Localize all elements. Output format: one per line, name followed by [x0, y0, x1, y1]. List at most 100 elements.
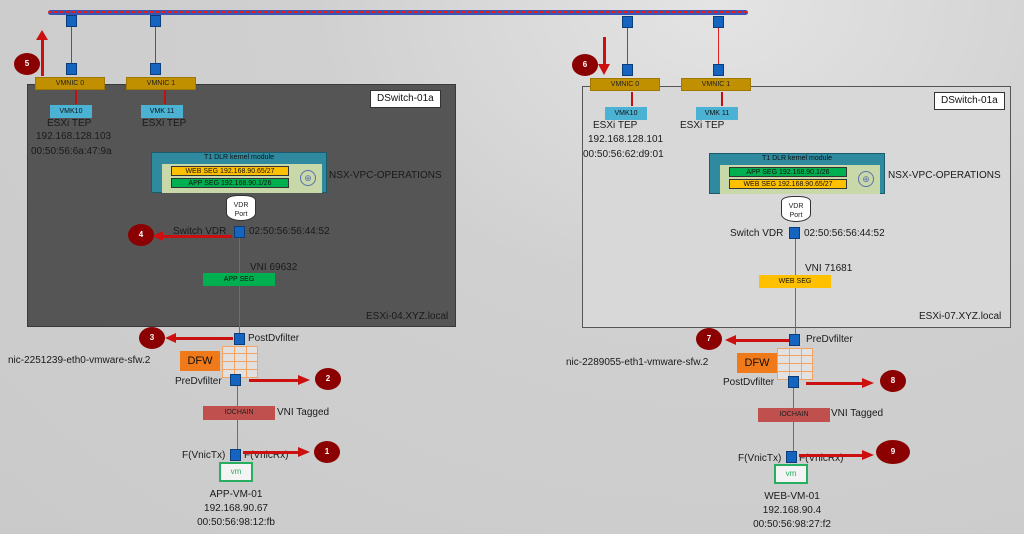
- step-badge-6: 6: [572, 54, 598, 76]
- uplink-port[interactable]: [150, 15, 161, 27]
- filter-name: nic-2289055-eth1-vmware-sfw.2: [566, 357, 709, 368]
- dlr-kernel-module[interactable]: T1 DLR kernel module APP SEG 192.168.90.…: [709, 153, 885, 194]
- filter-top-label: PostDvfilter: [248, 333, 300, 344]
- vpc-name: NSX-VPC-OPERATIONS: [888, 170, 1001, 181]
- iochain-bar[interactable]: IOCHAIN: [758, 408, 830, 422]
- iochain-bar[interactable]: IOCHAIN: [203, 406, 275, 420]
- dlr-title: T1 DLR kernel module: [203, 154, 275, 161]
- tep-mac: 00:50:56:6a:47:9a: [31, 146, 112, 157]
- dfw-label[interactable]: DFW: [180, 351, 220, 371]
- dfw-label[interactable]: DFW: [737, 353, 777, 373]
- vm-ip: 192.168.90.4: [762, 505, 822, 516]
- vmnic-port[interactable]: [150, 63, 161, 75]
- dlr-segment-web: WEB SEG 192.168.90.65/27: [171, 166, 289, 176]
- vmk-link: [164, 90, 166, 104]
- filter-bottom-label: PreDvfilter: [175, 376, 222, 387]
- vmk10[interactable]: VMK10: [605, 107, 647, 120]
- arrow-right: [249, 379, 299, 382]
- port-label: Port: [234, 211, 248, 218]
- vnic-tx-label: F(VnicTx): [738, 453, 782, 464]
- switch-vdr-label: Switch VDR: [730, 228, 784, 239]
- arrow-right-head-icon: [862, 378, 874, 388]
- vm-mac: 00:50:56:98:27:f2: [753, 519, 831, 530]
- vmnic-0[interactable]: VMNIC 0: [35, 77, 105, 90]
- vmk10[interactable]: VMK10: [50, 105, 92, 118]
- uplink-link: [627, 28, 628, 64]
- tep-label: ESXi TEP: [680, 120, 725, 131]
- arrow-right: [243, 451, 299, 454]
- dlr-inner: APP SEG 192.168.90.1/26 WEB SEG 192.168.…: [720, 165, 880, 194]
- vmnic-1[interactable]: VMNIC 1: [126, 77, 196, 90]
- arrow-right-head-icon: [298, 447, 310, 457]
- arrow-up: [41, 38, 44, 76]
- uplink-link: [71, 27, 72, 63]
- vmk11[interactable]: VMK 11: [696, 107, 738, 120]
- filter-bottom-label: PostDvfilter: [723, 377, 775, 388]
- filter-port-bottom[interactable]: [788, 376, 799, 388]
- vmnic-port[interactable]: [713, 64, 724, 76]
- vmnic-port[interactable]: [622, 64, 633, 76]
- arrow-left: [162, 235, 232, 238]
- tep-label: ESXi TEP: [593, 120, 638, 131]
- vpc-name: NSX-VPC-OPERATIONS: [329, 170, 442, 181]
- vni-label: VNI 71681: [805, 263, 853, 274]
- vdr-label: VDR: [788, 203, 804, 210]
- hostname-label: ESXi-04.XYZ.local: [366, 311, 449, 322]
- tep-mac: 00:50:56:62:d9:01: [583, 149, 664, 160]
- tep-ip: 192.168.128.103: [36, 131, 112, 142]
- physical-network-bus: [48, 10, 748, 15]
- arrow-left-head-icon: [152, 231, 163, 241]
- vmk-link: [631, 92, 633, 106]
- dlr-kernel-module[interactable]: T1 DLR kernel module WEB SEG 192.168.90.…: [151, 152, 327, 193]
- filter-name: nic-2251239-eth0-vmware-sfw.2: [8, 355, 151, 366]
- hostname-label: ESXi-07.XYZ.local: [919, 311, 1002, 322]
- dlr-inner: WEB SEG 192.168.90.65/27 APP SEG 192.168…: [162, 164, 322, 193]
- arrow-right: [799, 454, 864, 457]
- segment-bar[interactable]: WEB SEG: [759, 275, 831, 288]
- vmnic-0[interactable]: VMNIC 0: [590, 78, 660, 91]
- switch-vdr-mac: 02:50:56:56:44:52: [804, 228, 885, 239]
- arrow-right: [806, 382, 864, 385]
- vm-ip: 192.168.90.67: [204, 503, 268, 514]
- uplink-port[interactable]: [66, 15, 77, 27]
- uplink-port[interactable]: [713, 16, 724, 28]
- vdr-port-icon: VDR Port: [781, 196, 811, 222]
- arrow-left: [735, 339, 789, 342]
- arrow-left-head-icon: [165, 333, 176, 343]
- port-label: Port: [789, 212, 803, 219]
- arrow-right-head-icon: [298, 375, 310, 385]
- vnic-port[interactable]: [786, 451, 797, 463]
- vnic-rx-label: F(VnicRx): [799, 453, 844, 464]
- firewall-icon: [777, 348, 813, 380]
- step-badge-4: 4: [128, 224, 154, 246]
- switch-vdr-label: Switch VDR: [173, 226, 227, 237]
- filter-port-top[interactable]: [234, 333, 245, 345]
- switch-vdr-port[interactable]: [789, 227, 800, 239]
- step-badge-5: 5: [14, 53, 40, 75]
- vnic-rx-label: F(VnicRx): [244, 450, 289, 461]
- uplink-port[interactable]: [622, 16, 633, 28]
- step-badge-9: 9: [876, 440, 910, 464]
- arrow-left-head-icon: [725, 335, 736, 345]
- router-icon: ⊕: [300, 170, 316, 186]
- vnic-tx-label: F(VnicTx): [182, 450, 226, 461]
- vni-label: VNI 69632: [250, 262, 298, 273]
- step-badge-2: 2: [315, 368, 341, 390]
- switch-vdr-port[interactable]: [234, 226, 245, 238]
- vmk11[interactable]: VMK 11: [141, 105, 183, 118]
- vmnic-port[interactable]: [66, 63, 77, 75]
- dlr-segment-app: APP SEG 192.168.90.1/26: [171, 178, 289, 188]
- vdr-port-icon: VDR Port: [226, 195, 256, 221]
- vni-tagged-label: VNI Tagged: [277, 407, 330, 418]
- step-badge-7: 7: [696, 328, 722, 350]
- vm-name: WEB-VM-01: [764, 491, 820, 502]
- segment-bar[interactable]: APP SEG: [203, 273, 275, 286]
- vmnic-1[interactable]: VMNIC 1: [681, 78, 751, 91]
- tep-label: ESXi TEP: [47, 118, 92, 129]
- vnic-port[interactable]: [230, 449, 241, 461]
- filter-port-bottom[interactable]: [230, 374, 241, 386]
- filter-port-top[interactable]: [789, 334, 800, 346]
- vm-icon[interactable]: vm: [219, 462, 253, 482]
- vm-icon[interactable]: vm: [774, 464, 808, 484]
- firewall-icon: [222, 346, 258, 378]
